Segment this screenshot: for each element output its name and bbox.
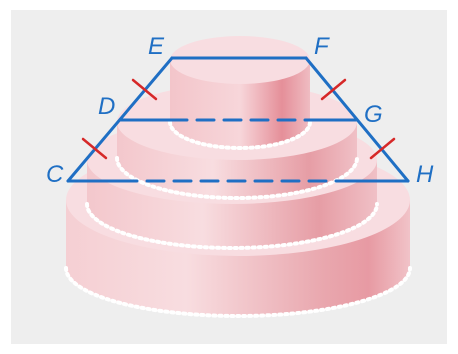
- label-D: D: [98, 93, 115, 120]
- tick-mark-FG: [320, 78, 347, 101]
- tick-mark-DE: [131, 78, 158, 101]
- tick-mark-GH: [369, 137, 396, 160]
- label-E: E: [148, 33, 165, 60]
- label-C: C: [46, 161, 64, 188]
- label-G: G: [364, 101, 383, 128]
- label-H: H: [416, 161, 434, 188]
- tick-mark-CD: [81, 137, 108, 160]
- label-F: F: [314, 33, 330, 60]
- top-tier: [168, 36, 312, 150]
